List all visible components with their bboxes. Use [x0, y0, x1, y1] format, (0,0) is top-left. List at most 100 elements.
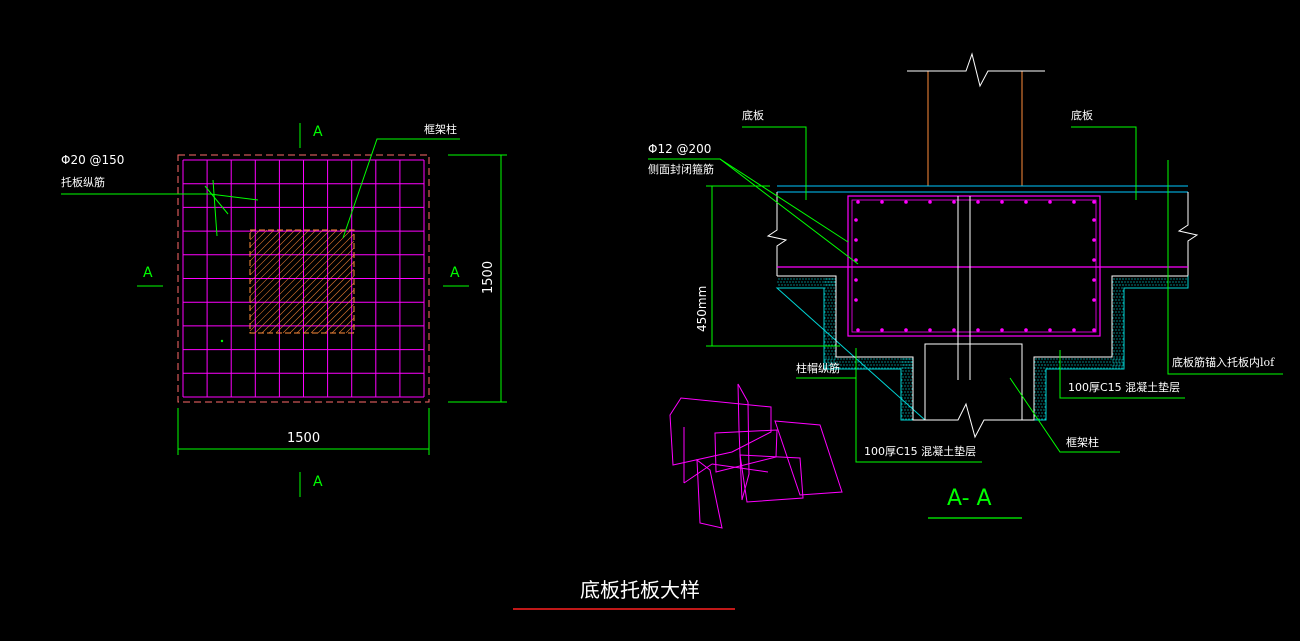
concrete-stipple: [1116, 320, 1118, 322]
concrete-stipple: [1064, 361, 1066, 363]
concrete-stipple: [1122, 308, 1124, 310]
concrete-stipple: [906, 358, 908, 360]
column-hatch-line: [254, 233, 355, 334]
concrete-stipple: [843, 364, 845, 366]
rebar-dot: [928, 328, 932, 332]
cushion-leader-right: [1059, 350, 1185, 399]
concrete-stipple: [908, 412, 910, 414]
concrete-stipple: [1038, 406, 1040, 408]
concrete-stipple: [834, 314, 836, 316]
concrete-stipple: [1038, 400, 1040, 402]
section-mark-right: A: [450, 265, 460, 281]
concrete-stipple: [1049, 361, 1051, 363]
concrete-stipple: [1115, 317, 1117, 319]
concrete-stipple: [1121, 353, 1123, 355]
concrete-stipple: [1149, 278, 1151, 280]
concrete-stipple: [867, 364, 869, 366]
concrete-stipple: [863, 361, 865, 363]
concrete-stipple: [907, 403, 909, 405]
concrete-stipple: [1118, 281, 1120, 283]
stirrup-name-label: 侧面封闭箍筋: [648, 162, 714, 176]
concrete-stipple: [825, 278, 827, 280]
concrete-stipple: [790, 278, 792, 280]
slab-leader-right: [1071, 126, 1137, 200]
concrete-stipple: [831, 284, 833, 286]
concrete-stipple: [1107, 358, 1109, 360]
rebar-dot: [880, 200, 884, 204]
concrete-stipple: [1076, 361, 1078, 363]
stirrup-inner: [851, 199, 1097, 333]
concrete-stipple: [902, 361, 904, 363]
concrete-stipple: [852, 364, 854, 366]
concrete-stipple: [1077, 364, 1079, 366]
concrete-stipple: [840, 358, 842, 360]
concrete-stipple: [908, 361, 910, 363]
concrete-stipple: [851, 361, 853, 363]
column-hatch-line: [338, 317, 355, 334]
concrete-stipple: [1121, 293, 1123, 295]
concrete-stipple: [1043, 361, 1045, 363]
concrete-stipple: [1112, 329, 1114, 331]
concrete-stipple: [817, 278, 819, 280]
concrete-stipple: [902, 412, 904, 414]
concrete-stipple: [1106, 361, 1108, 363]
concrete-stipple: [882, 364, 884, 366]
concrete-stipple: [830, 299, 832, 301]
concrete-stipple: [1061, 367, 1063, 369]
concrete-stipple: [827, 361, 829, 363]
concrete-stipple: [1034, 391, 1036, 393]
concrete-stipple: [843, 358, 845, 360]
concrete-stipple: [1094, 367, 1096, 369]
concrete-stipple: [1043, 403, 1045, 405]
concrete-stipple: [911, 406, 913, 408]
concrete-stipple: [781, 278, 783, 280]
concrete-stipple: [1100, 367, 1102, 369]
concrete-stipple: [1119, 350, 1121, 352]
concrete-stipple: [1043, 415, 1045, 417]
concrete-stipple: [901, 367, 903, 369]
concrete-stipple: [1038, 412, 1040, 414]
sketch-line-3: [711, 463, 769, 473]
column-break-bottom: [925, 402, 1022, 439]
grid-point-marker: [220, 339, 224, 343]
concrete-stipple: [1035, 412, 1037, 414]
concrete-stipple: [1116, 284, 1118, 286]
concrete-stipple: [911, 367, 913, 369]
column-hatch-line: [249, 229, 282, 262]
concrete-stipple: [1115, 367, 1117, 369]
concrete-stipple: [1121, 335, 1123, 337]
concrete-stipple: [825, 308, 827, 310]
concrete-stipple: [813, 281, 815, 283]
concrete-stipple: [828, 362, 830, 364]
stirrup-spec-label: Φ12 @200: [648, 142, 711, 156]
concrete-stipple: [882, 358, 884, 360]
concrete-stipple: [824, 347, 826, 349]
concrete-stipple: [777, 281, 779, 283]
concrete-stipple: [908, 364, 910, 366]
concrete-stipple: [901, 403, 903, 405]
column-leader-plan: [342, 138, 460, 239]
concrete-stipple: [891, 358, 893, 360]
concrete-stipple: [1115, 329, 1117, 331]
concrete-stipple: [1071, 358, 1073, 360]
concrete-stipple: [1085, 367, 1087, 369]
concrete-stipple: [897, 358, 899, 360]
concrete-stipple: [1115, 305, 1117, 307]
column-hatch-line: [261, 240, 355, 334]
concrete-stipple: [1115, 341, 1117, 343]
concrete-stipple: [1043, 379, 1045, 381]
concrete-stipple: [1055, 367, 1057, 369]
concrete-stipple: [1116, 344, 1118, 346]
concrete-stipple: [1089, 364, 1091, 366]
concrete-stipple: [1109, 361, 1111, 363]
concrete-stipple: [828, 284, 830, 286]
concrete-stipple: [1179, 284, 1181, 286]
concrete-stipple: [902, 376, 904, 378]
rebar-dot: [1048, 200, 1052, 204]
concrete-stipple: [908, 370, 910, 372]
column-hatch-line: [289, 268, 355, 334]
anchor-note-label: 底板筋锚入托板内lof: [1172, 355, 1275, 369]
concrete-stipple: [830, 323, 832, 325]
concrete-stipple: [908, 358, 910, 360]
concrete-stipple: [1173, 278, 1175, 280]
